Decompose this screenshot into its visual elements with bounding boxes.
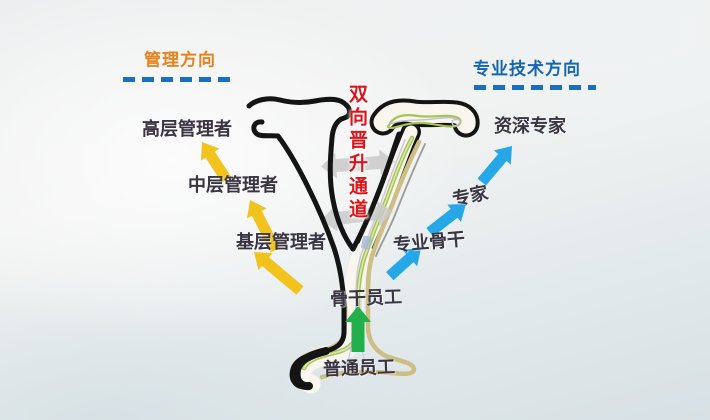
- technical-promotion-arrow-middle: [426, 204, 466, 237]
- v-junction-right-edge: [350, 131, 402, 252]
- management-level-middle: 中层管理者: [188, 175, 278, 196]
- promotion-arrows: [200, 142, 512, 352]
- ordinary-employee-label: 普通员工: [322, 356, 396, 381]
- management-road: [246, 96, 402, 391]
- management-road-bottom-curl: [292, 347, 330, 391]
- management-promotion-arrow-middle: [247, 200, 281, 253]
- technical-dashed-divider: [474, 85, 596, 90]
- management-level-grassroots: 基层管理者: [236, 232, 326, 253]
- technical-promotion-arrow-bottom: [386, 248, 421, 281]
- technical-road: [292, 98, 480, 394]
- management-promotion-arrow-top: [200, 142, 232, 183]
- management-road-topbar-and-right-edge: [246, 96, 356, 252]
- management-promotion-arrow-bottom: [254, 252, 304, 295]
- road-tan-stripe: [319, 139, 422, 380]
- management-dashed-divider: [123, 77, 237, 82]
- technical-road-right-edge: [375, 143, 426, 257]
- topbar-lavender-line: [389, 116, 459, 125]
- road-green-stripe-highlight: [303, 137, 413, 369]
- backbone-employee-label: 骨干员工: [329, 286, 403, 311]
- technical-road-topbar-surface: [373, 102, 476, 134]
- management-direction-title: 管理方向: [144, 50, 216, 71]
- topbar-green-loop: [386, 114, 462, 130]
- management-level-senior: 高层管理者: [142, 119, 232, 140]
- road-lavender-line: [355, 139, 406, 331]
- channel-double-arrow-upper: [321, 149, 395, 179]
- technical-direction-title: 专业技术方向: [473, 59, 581, 80]
- two-way-promotion-channel-label: 双向晋升通道: [346, 84, 368, 222]
- entry-promotion-arrow: [345, 306, 371, 352]
- trunk-blue-patch: [361, 235, 372, 250]
- topbar-lavender-curl: [451, 118, 461, 127]
- technical-level-senior-expert: 资深专家: [494, 116, 566, 137]
- technical-promotion-arrow-top: [477, 146, 512, 186]
